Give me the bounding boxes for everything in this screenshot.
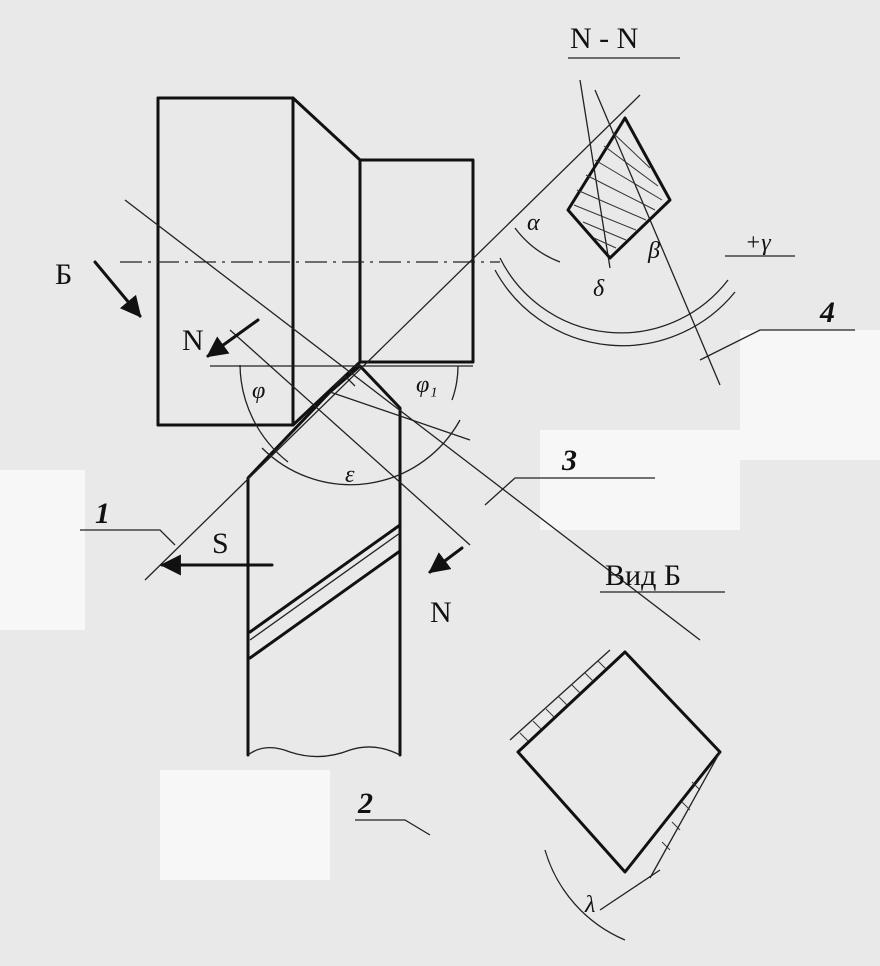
section-nn [494, 116, 795, 347]
callout-1-leader [80, 529, 176, 546]
background-patch [0, 470, 85, 630]
angle-epsilon-arc [261, 419, 461, 486]
callout-4-leader [699, 329, 855, 361]
angle-phi-label: φ [252, 378, 265, 404]
angle-phi-arc [239, 364, 289, 463]
callout-4: 4 [819, 296, 835, 329]
angle-alpha-label: α [527, 210, 540, 236]
callout-2-leader [355, 819, 431, 836]
callout-3: 3 [561, 444, 577, 477]
view-marker-arrow [93, 260, 142, 318]
section-marker-bottom [428, 546, 464, 574]
section-title: N - N [570, 22, 638, 55]
angle-beta-label: β [647, 238, 660, 264]
background-patch [160, 770, 330, 880]
view-b [509, 649, 722, 941]
feed-label: S [212, 527, 229, 560]
angle-gamma-label: +γ [745, 230, 771, 256]
right-angle-mark [334, 375, 356, 387]
angle-lambda-label: λ [584, 892, 595, 918]
callout-1: 1 [95, 497, 110, 530]
background-patch [540, 430, 740, 530]
angle-phi1-arc [451, 365, 459, 401]
angle-delta-label: δ [593, 276, 605, 302]
background-patch [740, 330, 880, 460]
view-marker: Б [55, 258, 72, 291]
cutting-tool [246, 364, 402, 758]
section-marker-top [206, 318, 260, 358]
angle-epsilon-label: ε [345, 462, 355, 488]
callout-3-leader [484, 477, 655, 506]
angle-phi1-label: φ₁ [416, 372, 438, 398]
construction-lines [124, 79, 721, 641]
section-marker-top-label: N [182, 324, 204, 357]
section-marker-bottom-label: N [430, 596, 452, 629]
callout-2: 2 [357, 787, 373, 820]
view-label: Вид Б [605, 559, 681, 592]
